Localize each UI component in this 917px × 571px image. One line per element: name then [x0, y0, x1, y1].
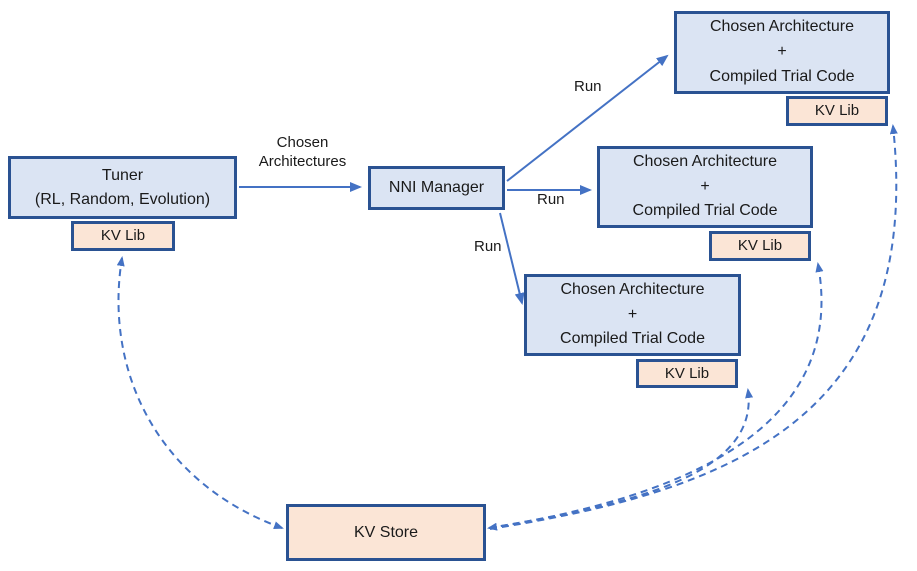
tuner-label-line2: (RL, Random, Evolution): [34, 190, 211, 208]
tuner-node: Tuner (RL, Random, Evolution): [8, 156, 237, 219]
tuner-kvlib-label: KV Lib: [100, 227, 146, 245]
edge-label-chosen-architectures: Chosen Architectures: [240, 134, 365, 172]
trial-bottom-line1: Chosen Architecture: [560, 280, 705, 298]
trial-top-kvlib-label: KV Lib: [814, 102, 860, 120]
trial-bottom-kvlib-node: KV Lib: [636, 359, 738, 388]
trial-top-kvlib-node: KV Lib: [786, 96, 888, 126]
trial-node-middle: Chosen Architecture + Compiled Trial Cod…: [597, 146, 813, 228]
edge-label-chosen-architectures-line2: Architectures: [258, 152, 347, 170]
dashed-arrow-kvstore-to-middle-kvlib: [488, 262, 824, 529]
trial-top-line1: Chosen Architecture: [709, 18, 855, 36]
nni-manager-label: NNI Manager: [388, 179, 485, 197]
trial-middle-line1: Chosen Architecture: [632, 152, 778, 170]
edge-label-chosen-architectures-line1: Chosen: [276, 134, 329, 151]
dashed-arrow-kvstore-to-top-kvlib: [489, 124, 898, 530]
tuner-label-line1: Tuner: [101, 167, 144, 185]
kv-store-label: KV Store: [353, 523, 419, 541]
trial-middle-kvlib-node: KV Lib: [709, 231, 811, 261]
trial-middle-line3: Compiled Trial Code: [632, 202, 778, 220]
kv-store-node: KV Store: [286, 504, 486, 561]
arrow-nni-to-top-trial: [506, 54, 669, 182]
tuner-kvlib-node: KV Lib: [71, 221, 175, 251]
trial-node-top: Chosen Architecture + Compiled Trial Cod…: [674, 11, 890, 94]
trial-bottom-kvlib-label: KV Lib: [664, 364, 710, 382]
edge-label-run-bottom: Run: [474, 238, 502, 255]
edge-label-run-middle: Run: [537, 191, 565, 208]
trial-middle-line2: +: [700, 177, 710, 195]
trial-bottom-line3: Compiled Trial Code: [560, 330, 705, 348]
dashed-arrow-tuner-kvlib-to-kvstore: [116, 256, 284, 530]
trial-top-line2: +: [777, 43, 787, 61]
trial-bottom-line2: +: [627, 305, 638, 323]
trial-middle-kvlib-label: KV Lib: [737, 237, 783, 255]
dashed-arrow-kvstore-to-bottom-kvlib: [487, 388, 754, 531]
arrow-nni-to-bottom-trial: [499, 212, 525, 305]
trial-top-line3: Compiled Trial Code: [709, 67, 855, 85]
trial-node-bottom: Chosen Architecture + Compiled Trial Cod…: [524, 274, 741, 356]
edge-label-run-top: Run: [574, 78, 602, 95]
nni-manager-node: NNI Manager: [368, 166, 505, 210]
